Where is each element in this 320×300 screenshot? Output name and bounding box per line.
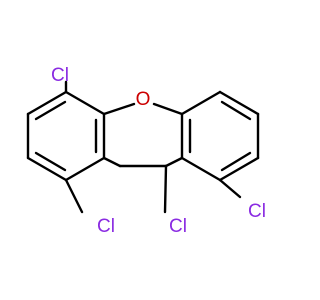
bond xyxy=(152,102,184,116)
bond xyxy=(64,156,106,182)
bonds xyxy=(26,80,260,214)
bond xyxy=(64,90,106,116)
structure-diagram: O Cl Cl Cl Cl xyxy=(26,65,266,237)
bond xyxy=(180,156,222,182)
bond xyxy=(163,164,168,214)
bond xyxy=(180,90,222,116)
bond xyxy=(26,156,68,182)
bond xyxy=(26,90,68,116)
bond xyxy=(34,100,67,121)
atom-labels: O Cl Cl Cl Cl xyxy=(51,65,266,237)
oxygen-atom-label: O xyxy=(136,89,151,110)
bond xyxy=(218,156,260,182)
bond xyxy=(164,156,184,168)
bond xyxy=(102,102,136,116)
bond xyxy=(218,178,242,199)
bond xyxy=(64,178,84,214)
chlorine-atom-label: Cl xyxy=(248,201,266,222)
chlorine-atom-label: Cl xyxy=(51,65,69,86)
bond xyxy=(34,151,67,172)
bond xyxy=(102,156,122,168)
chlorine-atom-label: Cl xyxy=(97,216,115,237)
bond xyxy=(218,90,260,116)
bond xyxy=(220,100,252,121)
bond xyxy=(220,151,252,172)
chlorine-atom-label: Cl xyxy=(169,216,187,237)
